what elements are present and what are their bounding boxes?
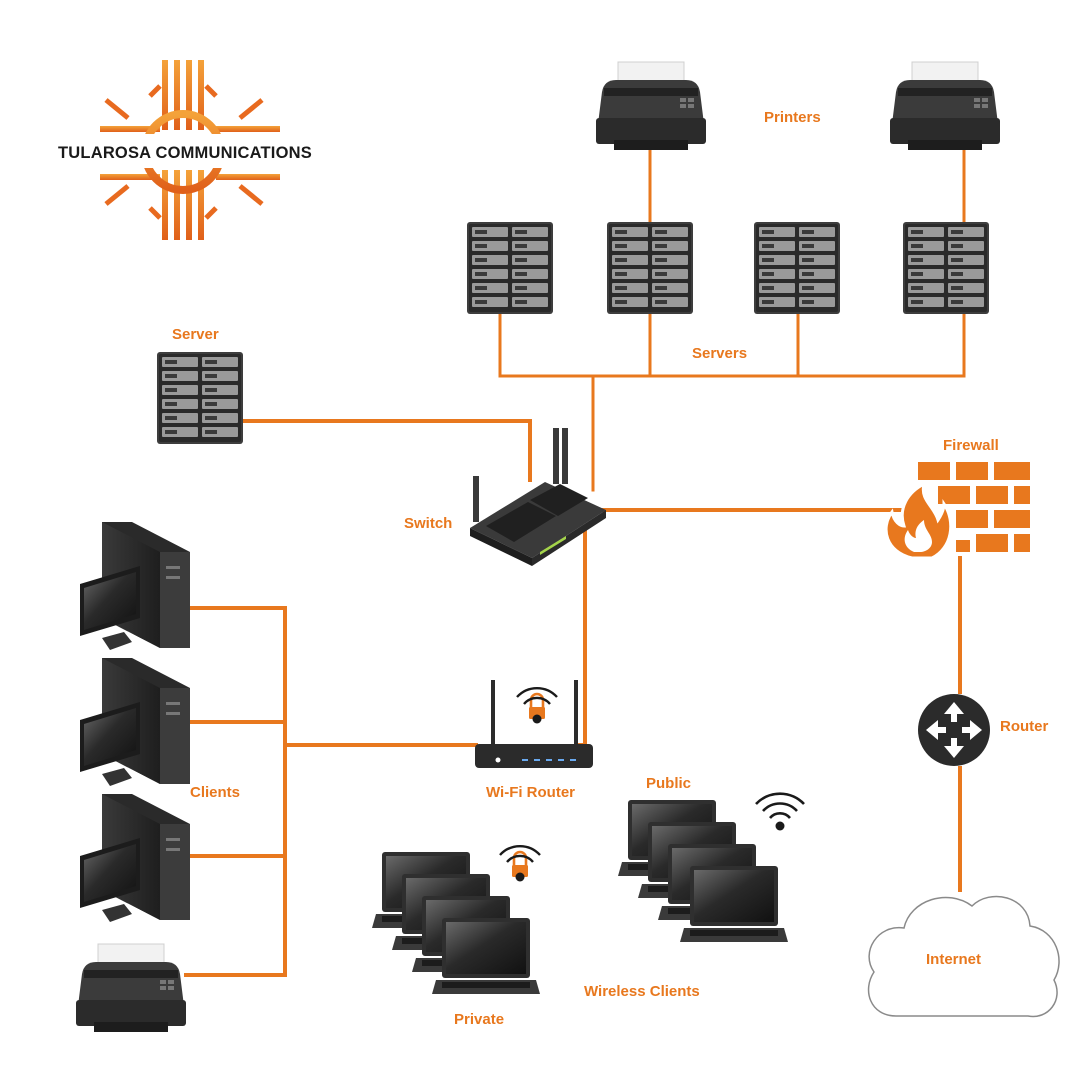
desktop-computer-icon	[80, 658, 190, 786]
public-label: Public	[646, 775, 691, 792]
wifi-signal-icon	[515, 686, 559, 725]
printer-icon	[75, 943, 187, 1033]
wifi-router-label: Wi-Fi Router	[486, 784, 575, 801]
brand-name: TULAROSA COMMUNICATIONS	[58, 144, 312, 162]
wireless-clients-label: Wireless Clients	[584, 983, 700, 1000]
desktop-computer-icon	[80, 522, 190, 650]
server-label: Server	[172, 326, 219, 343]
clients-bus-line	[183, 606, 287, 977]
switch-icon	[470, 428, 606, 566]
switch-label: Switch	[404, 515, 452, 532]
firewall-icon	[884, 462, 1030, 560]
clients-label: Clients	[190, 784, 240, 801]
wifi-router-icon	[475, 680, 593, 768]
router-label: Router	[1000, 718, 1048, 735]
public-laptops	[618, 800, 788, 942]
server-to-switch-line	[238, 419, 532, 482]
wifi-signal-icon	[498, 844, 542, 883]
printers-label: Printers	[764, 109, 821, 126]
router-icon	[918, 694, 990, 766]
desktop-computer-icon	[80, 794, 190, 922]
server-rack-icon	[607, 222, 693, 314]
server-rack-icon	[903, 222, 989, 314]
servers-label: Servers	[692, 345, 747, 362]
server-rack-icon	[754, 222, 840, 314]
cloud-icon	[867, 895, 1060, 1018]
printer-icon	[595, 61, 707, 151]
laptop-icon	[680, 866, 788, 942]
server-rack-icon	[157, 352, 243, 444]
private-label: Private	[454, 1011, 504, 1028]
tularosa-logo: TULAROSA COMMUNICATIONS	[34, 60, 336, 240]
logo-text-band	[34, 134, 336, 168]
laptop-icon	[432, 918, 540, 994]
printer-icon	[889, 61, 1001, 151]
internet-label: Internet	[926, 951, 981, 968]
wifi-signal-icon	[754, 792, 806, 832]
servers-bus-line	[498, 310, 966, 378]
server-rack-icon	[467, 222, 553, 314]
firewall-label: Firewall	[943, 437, 999, 454]
connection-lines	[183, 148, 966, 977]
switch-to-wifi-router-line	[578, 526, 587, 747]
